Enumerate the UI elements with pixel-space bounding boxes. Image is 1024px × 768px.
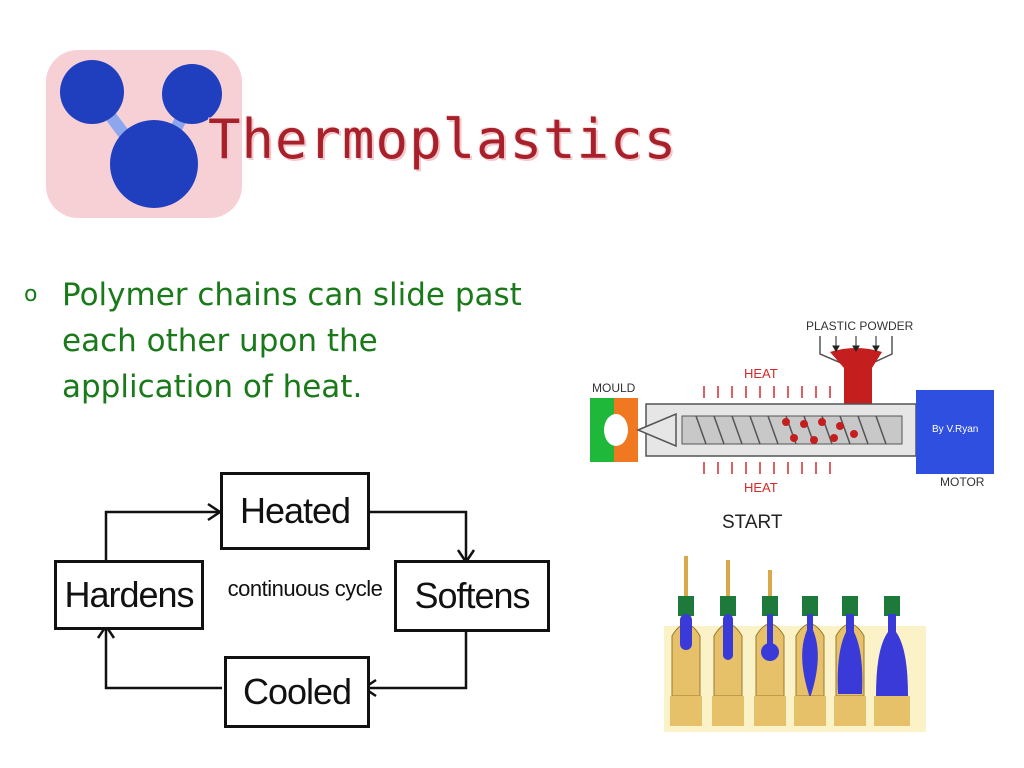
blow-moulding-stages bbox=[664, 556, 926, 732]
start-label: START bbox=[722, 512, 783, 533]
bullet-point: o Polymer chains can slide past each oth… bbox=[24, 272, 564, 410]
motor-label: MOTOR bbox=[940, 475, 985, 489]
molecule-logo-icon bbox=[46, 50, 242, 218]
plastic-powder-label: PLASTIC POWDER bbox=[806, 319, 914, 333]
mould-label: MOULD bbox=[592, 381, 636, 395]
thermoplastic-cycle-diagram: Heated Softens Cooled Hardens continuous… bbox=[48, 468, 558, 730]
credit-label: By V.Ryan bbox=[932, 424, 978, 435]
cycle-center-label: continuous cycle bbox=[227, 576, 383, 601]
heat-bottom-label: HEAT bbox=[744, 480, 778, 495]
softens-box: Softens bbox=[394, 560, 550, 632]
cooled-box: Cooled bbox=[224, 656, 370, 728]
heat-top-label: HEAT bbox=[744, 366, 778, 381]
page-title: Thermoplastics bbox=[208, 108, 678, 171]
injection-moulding-diagram: PLASTIC POWDER MOULD HEAT HEAT MOTOR STA… bbox=[590, 319, 994, 533]
bullet-text: Polymer chains can slide past each other… bbox=[62, 277, 522, 405]
hardens-box: Hardens bbox=[54, 560, 204, 630]
bullet-marker: o bbox=[24, 282, 38, 307]
heated-box: Heated bbox=[220, 472, 370, 550]
